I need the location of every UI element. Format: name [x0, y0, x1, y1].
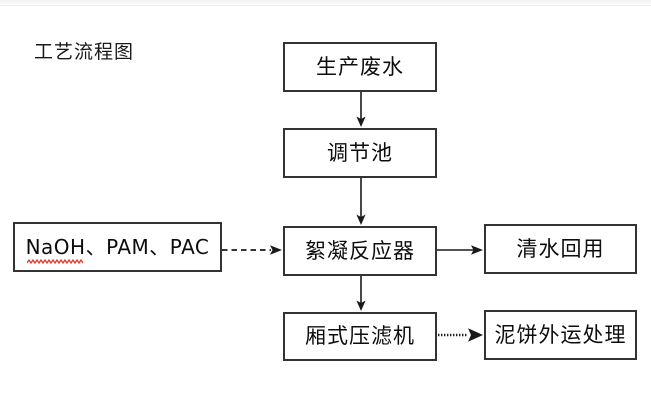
node-chamber-filter-press-label: 厢式压滤机	[305, 324, 415, 348]
node-equalization-tank[interactable]: 调节池	[283, 128, 437, 178]
connector-reactor-to-clean-water	[437, 242, 484, 258]
window-top-edge-divider	[0, 5, 651, 6]
node-flocculation-reactor[interactable]: 絮凝反应器	[283, 226, 437, 276]
node-production-wastewater-label: 生产废水	[316, 54, 404, 79]
node-chemical-dosing-label: NaOH、PAM、PAC	[25, 235, 210, 259]
diagram-title: 工艺流程图	[34, 41, 135, 63]
connector-tank-to-reactor	[352, 178, 370, 226]
connector-wastewater-to-tank	[352, 92, 370, 128]
connector-press-to-disposal	[437, 327, 484, 343]
window-top-edge-band	[0, 0, 651, 5]
spellcheck-underline-icon	[26, 259, 84, 264]
node-equalization-tank-label: 调节池	[327, 140, 393, 165]
connector-chemicals-to-reactor	[222, 242, 283, 258]
chemical-dosing-text-wrap: NaOH、PAM、PAC	[25, 235, 210, 264]
node-production-wastewater[interactable]: 生产废水	[283, 42, 437, 92]
node-clean-water-reuse-label: 清水回用	[516, 236, 605, 261]
node-sludge-cake-disposal[interactable]: 泥饼外运处理	[484, 310, 637, 360]
node-clean-water-reuse[interactable]: 清水回用	[484, 224, 637, 274]
connector-reactor-to-filter-press	[352, 276, 370, 312]
node-sludge-cake-disposal-label: 泥饼外运处理	[494, 322, 627, 347]
node-chemical-dosing[interactable]: NaOH、PAM、PAC	[13, 222, 222, 272]
node-flocculation-reactor-label: 絮凝反应器	[305, 238, 415, 263]
node-chamber-filter-press[interactable]: 厢式压滤机	[283, 312, 437, 361]
